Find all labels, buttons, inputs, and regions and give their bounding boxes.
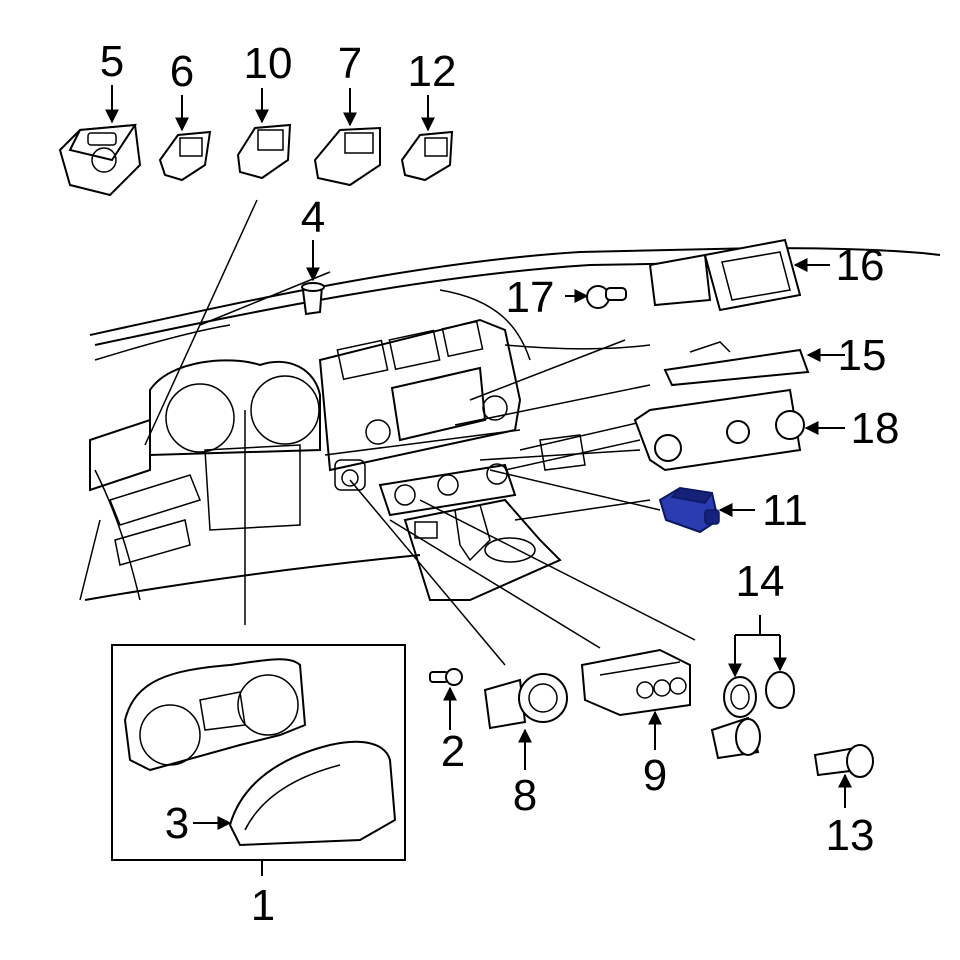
callout-12: 12 [408, 47, 457, 96]
part-2-bulb [429, 668, 463, 686]
part-4-bulb [301, 282, 325, 316]
part-8-ignition-switch [483, 673, 568, 730]
part-16-display [648, 238, 802, 312]
callout-4: 4 [301, 193, 325, 242]
part-1-instrument-cluster-box [111, 644, 406, 861]
callout-3: 3 [165, 799, 189, 848]
callout-6: 6 [170, 47, 194, 96]
part-18-climate-control [633, 388, 805, 472]
leader-lines [144, 199, 696, 666]
callout-5: 5 [100, 37, 124, 86]
part-12-switch [400, 130, 454, 182]
part-17-sensor [586, 285, 627, 309]
part-13-socket [813, 744, 874, 778]
callout-13: 13 [826, 811, 875, 860]
callout-11: 11 [762, 486, 808, 535]
callout-7: 7 [338, 39, 362, 88]
callout-1: 1 [251, 881, 275, 930]
callout-18: 18 [851, 404, 900, 453]
callout-17: 17 [506, 273, 555, 322]
part-5-mirror-switch [58, 123, 142, 197]
part-14-socket [710, 671, 795, 760]
part-9-control-panel [580, 648, 691, 717]
callout-14: 14 [736, 557, 785, 606]
callout-16: 16 [836, 241, 885, 290]
part-6-switch [158, 130, 212, 182]
part-10-switch [236, 123, 292, 180]
callout-9: 9 [643, 751, 667, 800]
part-11-switch-highlighted [658, 486, 720, 534]
callout-8: 8 [513, 771, 537, 820]
callout-10: 10 [244, 39, 293, 88]
callout-15: 15 [838, 331, 887, 380]
callout-2: 2 [441, 727, 465, 776]
callout-labels: 5 6 10 7 12 4 17 16 15 18 11 14 2 8 9 13… [100, 37, 900, 930]
part-7-switch [313, 126, 381, 187]
part-15-trim [663, 341, 810, 387]
callout-arrows [105, 85, 852, 876]
